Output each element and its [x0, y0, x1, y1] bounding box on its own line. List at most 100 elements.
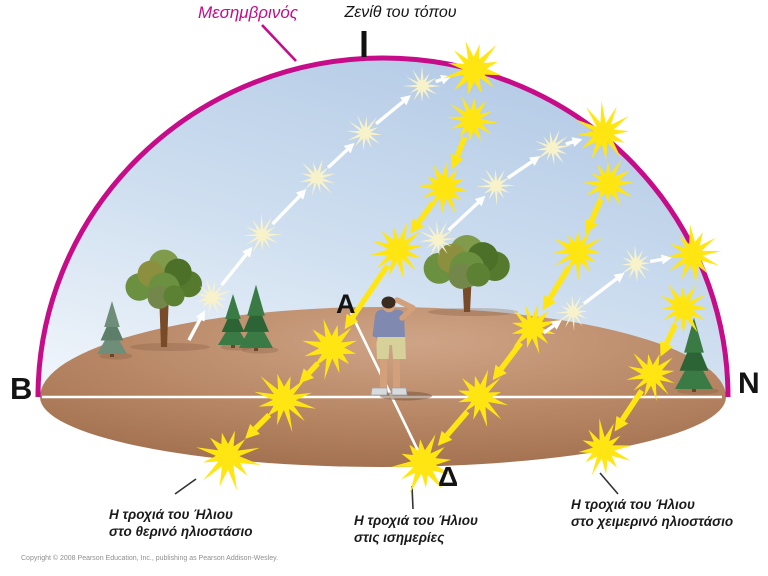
- sun-path-winter-solstice: [542, 224, 722, 476]
- pale-sun-icon: [554, 294, 588, 332]
- rising-arrow-icon-shaft: [187, 318, 202, 342]
- bright-sun-icon: [511, 303, 559, 354]
- bright-sun-icon: [391, 434, 452, 494]
- rising-arrow-icon-shaft: [271, 194, 301, 226]
- pale-sun-icon: [534, 129, 573, 166]
- conifer-tree-icon: [675, 317, 719, 395]
- setting-arrow-icon-head: [614, 415, 629, 432]
- setting-arrow-icon-shaft: [454, 136, 468, 158]
- pale-sun-icon: [418, 220, 457, 258]
- pale-sun-icon: [476, 168, 516, 206]
- setting-arrow-icon-shaft: [620, 389, 644, 422]
- pale-sun-icon: [299, 159, 337, 196]
- rising-arrow-icon-shaft: [220, 253, 248, 287]
- bright-sun-icon: [661, 283, 710, 335]
- summer-solstice-caption: Η τροχιά του Ήλιου στο θερινό ηλιοστάσιο: [109, 506, 252, 540]
- rising-arrow-icon-head: [343, 142, 355, 154]
- bright-sun-icon: [575, 100, 630, 161]
- sun-path-equinox: [391, 100, 634, 494]
- rising-arrow-icon-head: [474, 195, 486, 207]
- pale-sun-icon: [620, 245, 652, 283]
- bright-sun-icon: [578, 418, 632, 476]
- bright-sun-icon: [196, 430, 261, 491]
- person-observer: [370, 296, 432, 401]
- equinox-caption: Η τροχιά του Ήλιου στις ισημερίες: [354, 512, 478, 546]
- rising-arrow-icon-shaft: [582, 277, 618, 306]
- conifer-tree-icon: [218, 294, 254, 351]
- caption-pointer-line: [174, 478, 197, 495]
- setting-arrow-icon-head: [542, 295, 556, 311]
- copyright-notice: Copyright © 2008 Pearson Education, Inc.…: [21, 555, 279, 562]
- bright-sun-icon: [302, 318, 357, 380]
- zenith-tick: [361, 31, 367, 57]
- caption-pointer-line: [599, 472, 619, 495]
- conifer-tree-icon: [239, 284, 279, 354]
- trees-layer: [97, 235, 719, 395]
- setting-arrow-icon-shaft: [350, 263, 390, 320]
- setting-arrow-icon-shaft: [253, 412, 272, 431]
- rising-arrow-icon-shaft: [506, 160, 533, 180]
- setting-arrow-icon-head: [584, 218, 598, 235]
- meridian-pointer-line: [261, 24, 297, 62]
- winter-solstice-caption: Η τροχιά του Ήλιου στο χειμερινό ηλιοστά…: [571, 496, 733, 530]
- meridian-arc: [35, 55, 731, 398]
- setting-arrow-icon-shaft: [498, 341, 523, 371]
- bright-sun-icon: [443, 41, 502, 95]
- setting-arrow-icon-head: [450, 153, 464, 170]
- north-point-label: Β: [10, 371, 33, 406]
- south-point-label: Ν: [738, 367, 760, 400]
- bright-sun-icon: [445, 96, 498, 142]
- west-point-label: Δ: [438, 461, 459, 492]
- summer-caption-line2: στο θερινό ηλιοστάσιο: [109, 524, 253, 539]
- bright-sun-icon: [415, 162, 468, 217]
- bright-sun-icon: [254, 373, 316, 433]
- rising-arrow-icon-head: [295, 188, 307, 200]
- rising-arrow-icon-head: [661, 254, 672, 265]
- caption-pointer-line: [411, 485, 414, 510]
- pale-sun-icon: [196, 277, 232, 315]
- rising-arrow-icon-shaft: [326, 148, 349, 169]
- winter-caption-line2: στο χειμερινό ηλιοστάσιο: [571, 514, 734, 529]
- deciduous-tree-icon: [125, 249, 210, 351]
- setting-arrow-icon-shaft: [547, 265, 572, 301]
- sun-path-summer-solstice: [187, 41, 502, 491]
- setting-arrow-icon-head: [299, 368, 314, 384]
- summer-caption-line1: Η τροχιά του Ήλιου: [109, 507, 233, 522]
- bright-sun-icon: [553, 229, 603, 281]
- bright-sun-icon: [581, 159, 634, 206]
- equinox-caption-line1: Η τροχιά του Ήλιου: [354, 513, 478, 528]
- pale-sun-icon: [242, 213, 282, 253]
- setting-arrow-icon-shaft: [588, 198, 604, 223]
- conifer-tree-icon: [97, 300, 133, 360]
- rising-arrow-icon-head: [399, 95, 411, 106]
- rising-arrow-icon-shaft: [447, 201, 480, 232]
- rising-arrow-icon-head: [195, 310, 205, 322]
- setting-arrow-icon-head: [660, 340, 673, 357]
- setting-arrow-icon-head: [245, 424, 260, 439]
- rising-arrow-icon-head: [529, 156, 541, 166]
- rising-arrow-icon-shaft: [542, 324, 555, 335]
- setting-arrow-icon-shaft: [444, 409, 470, 438]
- bright-sun-icon: [458, 369, 509, 428]
- bright-sun-icon: [668, 224, 722, 284]
- pale-sun-icon: [346, 114, 383, 151]
- rising-arrow-icon-shaft: [375, 100, 405, 126]
- rising-arrow-icon-head: [242, 246, 253, 258]
- equinox-caption-line2: στις ισημερίες: [354, 530, 445, 545]
- winter-caption-line1: Η τροχιά του Ήλιου: [571, 497, 695, 512]
- zenith-label: Ζενίθ του τόπου: [344, 4, 457, 21]
- east-point-label: Α: [336, 289, 356, 319]
- deciduous-tree-icon: [423, 235, 518, 316]
- rising-arrow-icon-head: [571, 137, 583, 147]
- setting-arrow-icon-shaft: [663, 323, 678, 346]
- meridian-label: Μεσημβρινός: [197, 3, 299, 22]
- pale-sun-icon: [402, 65, 442, 103]
- setting-arrow-icon-head: [437, 430, 453, 446]
- rising-arrow-icon-shaft: [435, 77, 443, 84]
- bright-sun-icon: [626, 353, 675, 401]
- bright-sun-icon: [368, 221, 425, 279]
- rising-arrow-icon-head: [550, 319, 562, 330]
- rising-arrow-icon-head: [613, 272, 625, 283]
